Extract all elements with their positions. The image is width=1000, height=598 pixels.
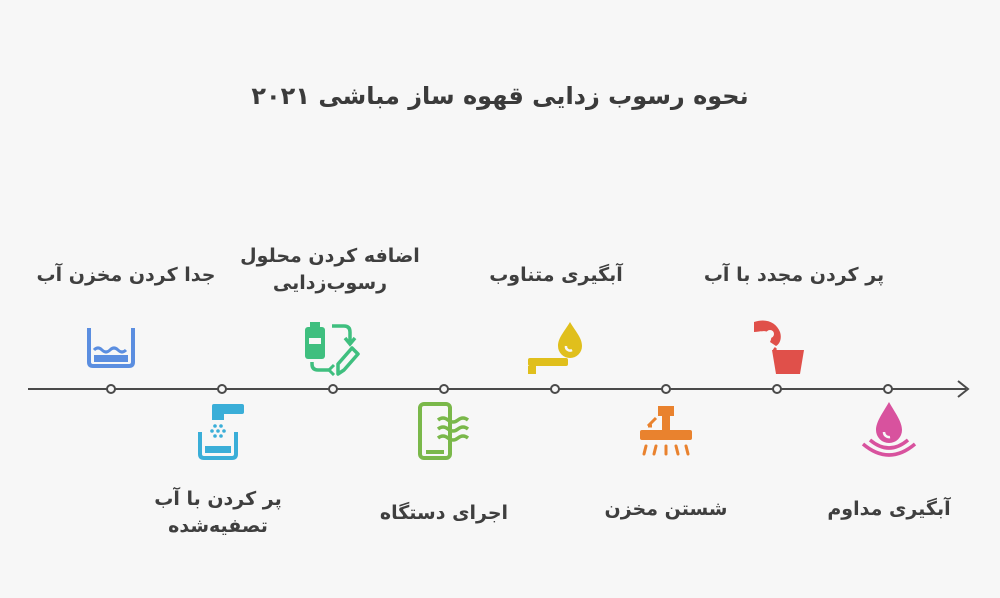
timeline-dot-1 <box>106 384 116 394</box>
step-label-1: جدا کردن مخزن آب <box>36 264 216 286</box>
pour-cup-icon <box>754 320 804 374</box>
faucet-filter-icon <box>198 404 244 460</box>
timeline-dot-6 <box>661 384 671 394</box>
shower-icon <box>640 406 692 456</box>
arrow-head-icon <box>957 380 970 398</box>
timeline-dot-7 <box>772 384 782 394</box>
battery-exchange-icon <box>305 322 360 376</box>
timeline-dot-2 <box>217 384 227 394</box>
timeline-dot-5 <box>550 384 560 394</box>
drip-tray-icon <box>528 322 582 374</box>
water-tank-icon <box>87 328 135 368</box>
page-title: نحوه رسوب زدایی قهوه ساز مباشی ۲۰۲۱ <box>251 82 749 110</box>
step-label-2: پر کردن با آب تصفیه‌شده <box>154 488 282 537</box>
timeline-dot-4 <box>439 384 449 394</box>
step-label-7: پر کردن مجدد با آب <box>703 264 885 286</box>
step-label-8: آبگیری مداوم <box>827 498 951 520</box>
water-drop-icon <box>861 402 917 457</box>
timeline-dot-8 <box>883 384 893 394</box>
step-label-4: اجرای دستگاه <box>379 502 509 524</box>
step-label-5: آبگیری متناوب <box>489 264 623 286</box>
timeline-dot-3 <box>328 384 338 394</box>
step-label-6: شستن مخزن <box>604 498 728 520</box>
phone-waves-icon <box>418 402 470 460</box>
step-label-3: اضافه کردن محلول رسوب‌زدایی <box>240 245 420 294</box>
